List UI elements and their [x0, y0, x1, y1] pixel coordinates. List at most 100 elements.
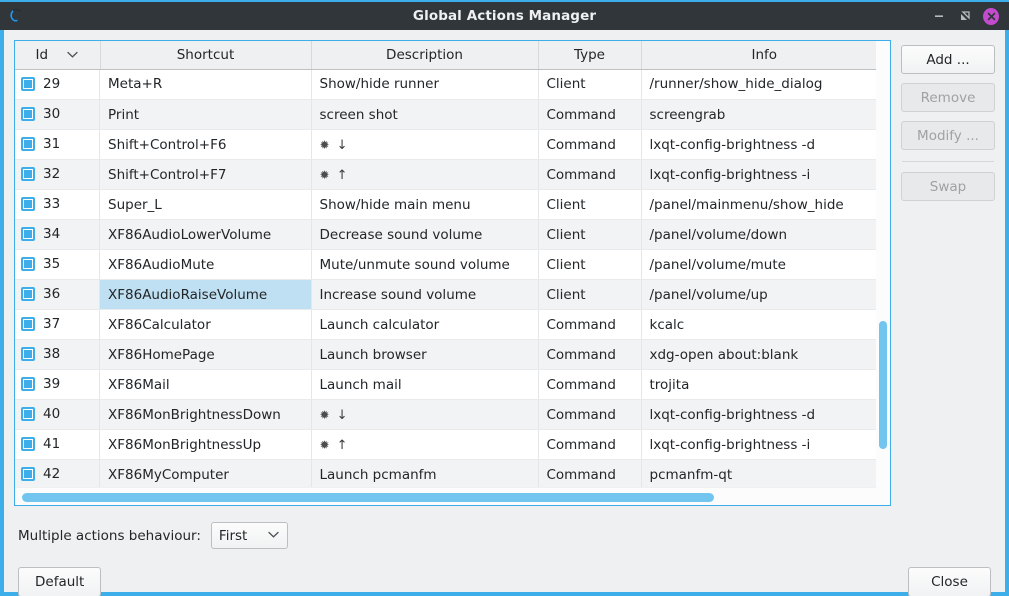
- column-header-description[interactable]: Description: [311, 41, 539, 70]
- cell-type[interactable]: Client: [538, 189, 642, 220]
- vertical-scrollbar[interactable]: [876, 41, 890, 505]
- cell-id[interactable]: 32: [15, 159, 100, 190]
- cell-description[interactable]: Launch calculator: [311, 309, 539, 340]
- cell-type[interactable]: Command: [538, 459, 642, 487]
- cell-type[interactable]: Client: [538, 249, 642, 280]
- cell-info[interactable]: xdg-open about:blank: [641, 339, 887, 370]
- row-enabled-checkbox[interactable]: [21, 77, 35, 91]
- cell-description[interactable]: Increase sound volume: [311, 279, 539, 310]
- column-header-shortcut[interactable]: Shortcut: [100, 41, 312, 70]
- lxqt-logo-icon[interactable]: [3, 3, 29, 29]
- cell-id[interactable]: 38: [15, 339, 100, 370]
- row-enabled-checkbox[interactable]: [21, 377, 35, 391]
- cell-info[interactable]: screengrab: [641, 99, 887, 130]
- cell-type[interactable]: Command: [538, 99, 642, 130]
- cell-info[interactable]: lxqt-config-brightness -i: [641, 429, 887, 460]
- cell-info[interactable]: /panel/volume/mute: [641, 249, 887, 280]
- cell-description[interactable]: Launch mail: [311, 369, 539, 400]
- cell-description[interactable]: Launch pcmanfm: [311, 459, 539, 487]
- horizontal-scrollbar-thumb[interactable]: [22, 493, 714, 502]
- cell-id[interactable]: 29: [15, 69, 100, 100]
- row-enabled-checkbox[interactable]: [21, 407, 35, 421]
- cell-description[interactable]: ✹↑: [311, 429, 539, 460]
- cell-info[interactable]: /panel/volume/up: [641, 279, 887, 310]
- cell-type[interactable]: Command: [538, 159, 642, 190]
- cell-shortcut[interactable]: Super_L: [100, 189, 312, 220]
- row-enabled-checkbox[interactable]: [21, 317, 35, 331]
- default-button[interactable]: Default: [18, 567, 102, 596]
- cell-id[interactable]: 31: [15, 129, 100, 160]
- cell-shortcut[interactable]: XF86Mail: [100, 369, 312, 400]
- column-header-id[interactable]: Id: [15, 41, 101, 70]
- cell-id[interactable]: 40: [15, 399, 100, 430]
- cell-id[interactable]: 37: [15, 309, 100, 340]
- cell-shortcut[interactable]: Shift+Control+F6: [100, 129, 312, 160]
- vertical-scrollbar-thumb[interactable]: [879, 321, 887, 449]
- row-enabled-checkbox[interactable]: [21, 287, 35, 301]
- minimize-icon[interactable]: [931, 8, 947, 24]
- cell-shortcut[interactable]: XF86Calculator: [100, 309, 312, 340]
- cell-id[interactable]: 35: [15, 249, 100, 280]
- cell-type[interactable]: Command: [538, 129, 642, 160]
- cell-info[interactable]: pcmanfm-qt: [641, 459, 887, 487]
- cell-description[interactable]: ✹↓: [311, 399, 539, 430]
- cell-info[interactable]: /runner/show_hide_dialog: [641, 69, 887, 100]
- cell-description[interactable]: Decrease sound volume: [311, 219, 539, 250]
- cell-shortcut[interactable]: Print: [100, 99, 312, 130]
- cell-info[interactable]: lxqt-config-brightness -d: [641, 129, 887, 160]
- cell-shortcut[interactable]: Shift+Control+F7: [100, 159, 312, 190]
- row-enabled-checkbox[interactable]: [21, 107, 35, 121]
- cell-description[interactable]: ✹↓: [311, 129, 539, 160]
- cell-description[interactable]: ✹↑: [311, 159, 539, 190]
- cell-shortcut[interactable]: Meta+R: [100, 69, 312, 100]
- cell-shortcut[interactable]: XF86AudioMute: [100, 249, 312, 280]
- cell-info[interactable]: trojita: [641, 369, 887, 400]
- cell-type[interactable]: Client: [538, 69, 642, 100]
- cell-description[interactable]: Show/hide main menu: [311, 189, 539, 220]
- cell-id[interactable]: 36: [15, 279, 100, 310]
- horizontal-scrollbar[interactable]: [15, 487, 890, 505]
- cell-info[interactable]: /panel/volume/down: [641, 219, 887, 250]
- close-icon[interactable]: [983, 7, 999, 25]
- cell-info[interactable]: lxqt-config-brightness -d: [641, 399, 887, 430]
- row-enabled-checkbox[interactable]: [21, 467, 35, 481]
- cell-description[interactable]: screen shot: [311, 99, 539, 130]
- cell-type[interactable]: Client: [538, 279, 642, 310]
- cell-type[interactable]: Command: [538, 309, 642, 340]
- row-enabled-checkbox[interactable]: [21, 197, 35, 211]
- row-enabled-checkbox[interactable]: [21, 227, 35, 241]
- window-titlebar[interactable]: Global Actions Manager: [0, 0, 1009, 30]
- table-scroll-area[interactable]: Id Shortcut Description: [15, 41, 890, 487]
- cell-id[interactable]: 41: [15, 429, 100, 460]
- cell-id[interactable]: 30: [15, 99, 100, 130]
- cell-id[interactable]: 33: [15, 189, 100, 220]
- cell-description[interactable]: Mute/unmute sound volume: [311, 249, 539, 280]
- cell-type[interactable]: Client: [538, 219, 642, 250]
- row-enabled-checkbox[interactable]: [21, 257, 35, 271]
- row-enabled-checkbox[interactable]: [21, 137, 35, 151]
- cell-description[interactable]: Show/hide runner: [311, 69, 539, 100]
- cell-info[interactable]: /panel/mainmenu/show_hide: [641, 189, 887, 220]
- cell-id[interactable]: 42: [15, 459, 100, 487]
- cell-id[interactable]: 34: [15, 219, 100, 250]
- cell-shortcut[interactable]: XF86MonBrightnessDown: [100, 399, 312, 430]
- cell-type[interactable]: Command: [538, 369, 642, 400]
- cell-shortcut[interactable]: XF86MonBrightnessUp: [100, 429, 312, 460]
- cell-shortcut[interactable]: XF86MyComputer: [100, 459, 312, 487]
- cell-type[interactable]: Command: [538, 429, 642, 460]
- row-enabled-checkbox[interactable]: [21, 347, 35, 361]
- row-enabled-checkbox[interactable]: [21, 167, 35, 181]
- cell-type[interactable]: Command: [538, 399, 642, 430]
- cell-info[interactable]: lxqt-config-brightness -i: [641, 159, 887, 190]
